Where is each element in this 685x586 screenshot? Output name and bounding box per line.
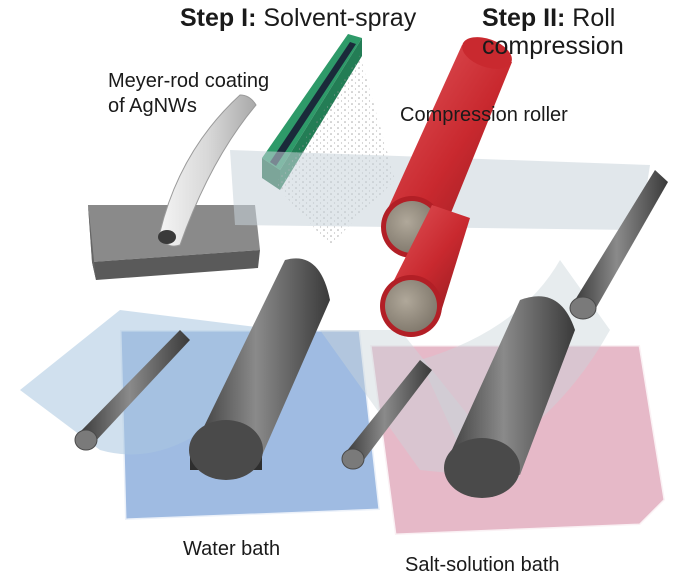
compression-roller-top bbox=[381, 37, 512, 258]
water-bath-label: Water bath bbox=[183, 538, 281, 560]
salt-bath-roller bbox=[444, 296, 575, 498]
meyer-label-line2: of AgNWs bbox=[108, 95, 197, 117]
step1-title: Step I: Solvent-spray bbox=[180, 4, 416, 32]
step1-prefix: Step I: bbox=[180, 4, 257, 32]
water-bath-roller bbox=[189, 258, 330, 480]
step2-text-line2: compression bbox=[482, 32, 624, 60]
guide-roller-right bbox=[569, 170, 668, 320]
step2-prefix: Step II: bbox=[482, 4, 566, 32]
meyer-rod bbox=[158, 94, 257, 247]
step1-text: Solvent-spray bbox=[263, 4, 417, 32]
guide-roller-left bbox=[74, 330, 190, 451]
salt-bath-label: Salt-solution bath bbox=[405, 554, 560, 576]
compression-roller-bottom bbox=[380, 205, 470, 337]
guide-roller-middle bbox=[341, 360, 432, 470]
step2-title: Step II: Roll bbox=[482, 4, 615, 32]
meyer-label-line1: Meyer-rod coating bbox=[108, 70, 270, 92]
step2-text-line1: Roll bbox=[572, 4, 616, 32]
compression-roller-label: Compression roller bbox=[400, 104, 568, 126]
